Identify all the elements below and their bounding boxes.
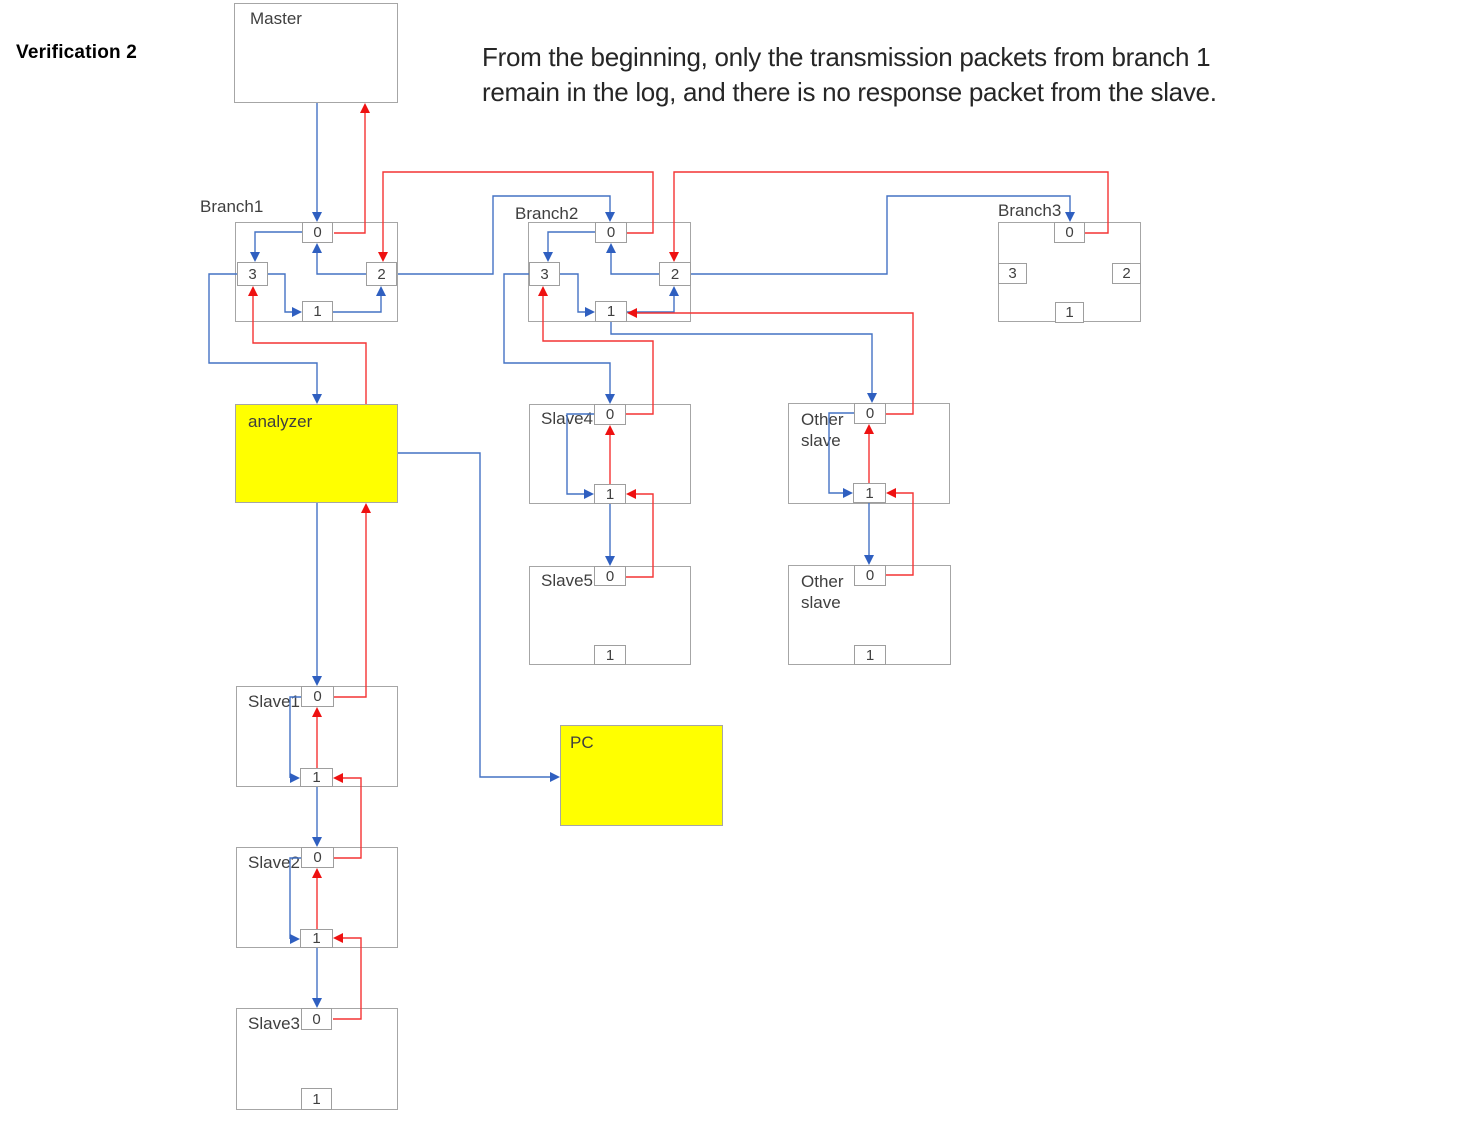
edge-branch2-p1-to-otherslave1-p0: [610, 322, 873, 393]
node-label-slave4: Slave4: [541, 409, 593, 428]
node-label-otherslave2: Other slave: [801, 572, 844, 612]
port-label-branch2-2: 2: [670, 265, 680, 283]
port-label-slave1-1: 1: [312, 769, 321, 786]
port-branch1-2: 2: [366, 262, 397, 286]
node-label-pc: PC: [570, 733, 594, 752]
port-slave2-0: 0: [301, 847, 334, 868]
node-pc: [560, 725, 723, 826]
port-branch2-2: 2: [659, 262, 691, 286]
port-otherslave1-0: 0: [854, 403, 886, 424]
arrowhead-slave1-p1-to-slave2-p0: [312, 837, 322, 847]
port-slave1-1: 1: [300, 768, 333, 787]
arrowhead-branch2-p2-to-branch3-p0: [1065, 212, 1075, 222]
port-branch1-3: 3: [237, 262, 268, 286]
edge-otherslave1-p0-to-branch2-p1: [637, 312, 914, 415]
port-label-branch3-1: 1: [1065, 304, 1074, 321]
port-label-slave3-0: 0: [312, 1010, 321, 1028]
edge-slave1-p0-to-analyzer: [334, 513, 367, 698]
port-slave5-0: 0: [594, 566, 626, 586]
node-label-branch1: Branch1: [200, 197, 264, 216]
port-otherslave2-1: 1: [854, 645, 886, 665]
port-label-otherslave2-1: 1: [865, 646, 875, 664]
port-label-branch2-0: 0: [606, 224, 616, 241]
port-slave1-0: 0: [301, 686, 334, 707]
arrowhead-branch1-p3-to-analyzer: [312, 394, 322, 404]
edge-otherslave2-p0-to-otherslave1-p1: [886, 492, 914, 576]
port-branch3-0: 0: [1054, 222, 1085, 243]
arrowhead-slave4-p1-to-slave5-p0: [605, 556, 615, 566]
description-line-1: From the beginning, only the transmissio…: [482, 42, 1211, 72]
port-label-branch3-0: 0: [1065, 224, 1074, 241]
port-label-otherslave2-0: 0: [865, 567, 875, 584]
port-slave4-1: 1: [594, 484, 626, 504]
node-label-master: Master: [250, 9, 302, 28]
port-otherslave1-1: 1: [853, 483, 886, 503]
edge-analyzer-to-pc: [398, 452, 550, 778]
node-label-analyzer: analyzer: [248, 412, 313, 431]
port-slave4-0: 0: [594, 404, 626, 425]
arrowhead-slave2-p1-to-slave3-p0: [312, 998, 322, 1008]
edge-slave2-p0-to-slave1-p1: [334, 777, 362, 859]
arrowhead-slave1-p0-to-analyzer: [361, 503, 371, 513]
node-master: [234, 3, 398, 103]
port-slave3-0: 0: [301, 1008, 332, 1030]
port-label-slave2-0: 0: [313, 849, 322, 866]
port-branch2-1: 1: [595, 301, 627, 322]
arrowhead-branch1-p2-to-branch2-p0: [605, 212, 615, 222]
port-slave3-1: 1: [301, 1088, 332, 1110]
arrowhead-analyzer-to-pc: [550, 772, 560, 782]
port-label-branch2-1: 1: [606, 303, 616, 320]
node-label-branch3: Branch3: [998, 201, 1062, 220]
port-branch3-2: 2: [1112, 263, 1141, 284]
node-label-slave2: Slave2: [248, 853, 300, 872]
description-line-2: remain in the log, and there is no respo…: [482, 77, 1217, 107]
port-branch3-3: 3: [998, 263, 1027, 284]
port-label-slave5-1: 1: [605, 646, 615, 664]
port-label-branch1-3: 3: [248, 265, 257, 283]
port-label-branch1-1: 1: [313, 303, 322, 320]
arrowhead-branch1-p0-to-master: [360, 103, 370, 113]
port-label-branch1-0: 0: [313, 224, 322, 241]
port-label-branch2-3: 3: [540, 265, 549, 283]
port-branch1-1: 1: [302, 301, 333, 322]
port-label-slave1-0: 0: [313, 688, 322, 705]
port-label-branch3-2: 2: [1122, 265, 1131, 282]
port-branch1-0: 0: [302, 222, 333, 243]
port-label-branch1-2: 2: [377, 265, 386, 283]
edge-slave5-p0-to-slave4-p1: [626, 493, 654, 578]
port-otherslave2-0: 0: [854, 565, 886, 586]
arrowhead-branch2-p3-to-slave4-p0: [605, 394, 615, 404]
node-label-branch2: Branch2: [515, 204, 579, 223]
port-slave2-1: 1: [300, 929, 333, 948]
arrowhead-master-to-branch1-p0: [312, 212, 322, 222]
arrowhead-otherslave1-p1-to-otherslave2-p0: [864, 555, 874, 565]
node-analyzer: [235, 404, 398, 503]
port-label-slave4-0: 0: [605, 406, 615, 423]
port-branch2-0: 0: [595, 222, 627, 243]
port-label-slave4-1: 1: [605, 485, 615, 503]
port-branch2-3: 3: [529, 262, 560, 286]
edge-slave3-p0-to-slave2-p1: [333, 937, 362, 1020]
node-label-slave3: Slave3: [248, 1014, 300, 1033]
port-label-otherslave1-0: 0: [865, 405, 875, 422]
arrowhead-branch2-p1-to-otherslave1-p0: [867, 393, 877, 403]
node-label-slave5: Slave5: [541, 571, 593, 590]
port-label-slave2-1: 1: [312, 930, 321, 947]
port-label-branch3-3: 3: [1008, 265, 1017, 282]
edge-branch1-p0-to-master: [334, 113, 366, 234]
arrowhead-analyzer-to-slave1-p0: [312, 676, 322, 686]
node-label-slave1: Slave1: [248, 692, 300, 711]
port-label-slave5-0: 0: [605, 567, 615, 585]
port-slave5-1: 1: [594, 645, 626, 665]
port-branch3-1: 1: [1055, 302, 1084, 323]
port-label-otherslave1-1: 1: [865, 484, 874, 502]
page-title: Verification 2: [16, 42, 138, 63]
port-label-slave3-1: 1: [312, 1090, 321, 1108]
